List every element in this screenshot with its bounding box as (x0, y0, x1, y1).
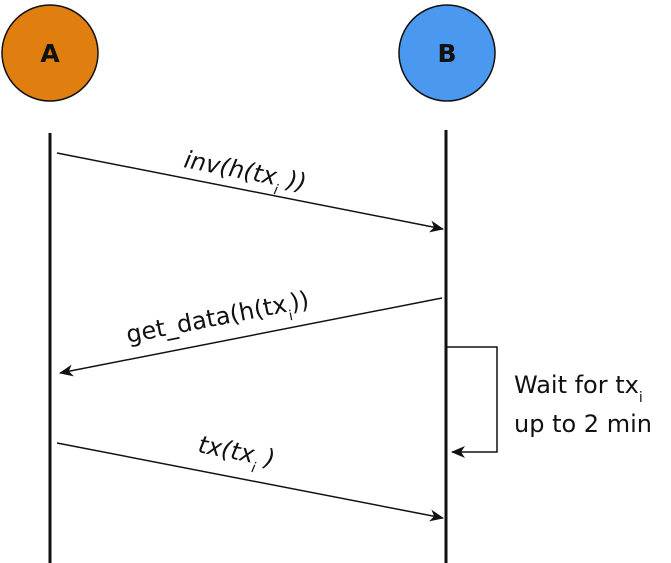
wait-note: Wait for txi up to 2 min (514, 371, 652, 438)
participant-b-label: B (437, 39, 456, 68)
message-get-data-label: get_data(h(txi)) (124, 286, 313, 356)
message-inv-arrow (56, 152, 444, 233)
message-inv-label: inv(h(txi )) (180, 145, 308, 203)
participant-a: A (1, 4, 99, 102)
participant-b: B (398, 4, 496, 102)
wait-note-line1: Wait for txi (514, 371, 643, 406)
message-get-data-arrow (59, 297, 443, 377)
message-inv: inv(h(txi )) (56, 145, 444, 233)
participant-a-label: A (40, 39, 60, 68)
participant-b-circle (398, 4, 496, 102)
wait-self-call-arrow (447, 346, 498, 458)
message-tx: tx(txi ) (56, 430, 444, 522)
participant-a-circle (1, 4, 99, 102)
wait-self-call (447, 346, 498, 458)
message-get-data: get_data(h(txi)) (59, 286, 443, 377)
wait-note-line2: up to 2 min (514, 410, 652, 438)
message-tx-arrow (56, 442, 444, 522)
